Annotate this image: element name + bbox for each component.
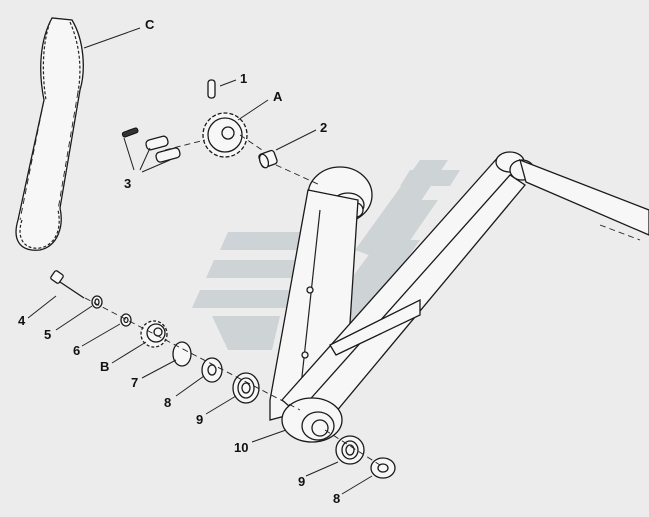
pin-part: [207, 79, 216, 99]
callout-8-upper: 8: [164, 395, 171, 410]
assembly-axis-lines: [84, 134, 381, 466]
chain-link-parts: [121, 127, 181, 163]
washer-6-part: [120, 313, 132, 327]
bushing-part: [258, 149, 278, 169]
callout-b: B: [100, 359, 109, 374]
bearing-9-lower: [335, 435, 365, 465]
callout-labels: 1 A 2 3 C 4 5 6 B 7 8 9 10 9 8: [18, 17, 340, 506]
sprocket-a: [202, 112, 248, 158]
washer-8-lower: [370, 457, 396, 479]
callout-c: C: [145, 17, 155, 32]
callout-a: A: [273, 89, 283, 104]
callout-10: 10: [234, 440, 248, 455]
snap-ring-part: [172, 341, 192, 367]
callout-7: 7: [131, 375, 138, 390]
watermark-logo: [192, 160, 460, 355]
leader-lines: [27, 27, 373, 495]
callout-1: 1: [240, 71, 247, 86]
callout-4: 4: [18, 313, 26, 328]
callout-8-lower: 8: [333, 491, 340, 506]
arm-assembly: [269, 151, 649, 443]
bearing-9-upper: [232, 372, 260, 404]
roller-chain: [15, 17, 84, 251]
callout-9-upper: 9: [196, 412, 203, 427]
washer-8-upper: [201, 357, 223, 383]
callout-6: 6: [73, 343, 80, 358]
callout-9-lower: 9: [298, 474, 305, 489]
washer-5-part: [91, 295, 103, 309]
bolt-part: [50, 270, 85, 299]
callout-3: 3: [124, 176, 131, 191]
callout-2: 2: [320, 120, 327, 135]
callout-5: 5: [44, 327, 51, 342]
